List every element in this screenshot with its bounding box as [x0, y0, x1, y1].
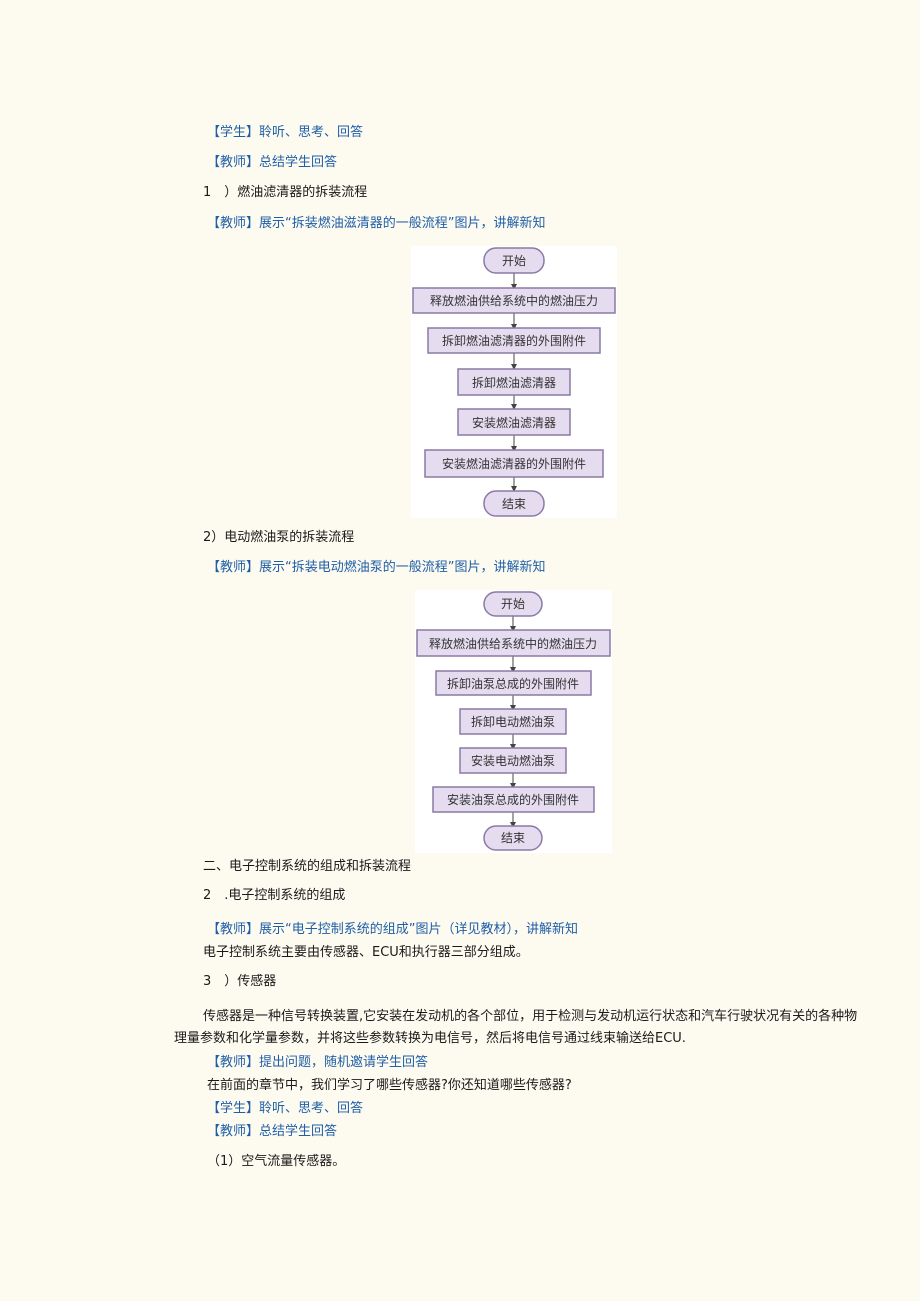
flow1-start-node [483, 247, 545, 274]
teacher-summary-2: 【教师】总结学生回答 [207, 1124, 338, 1139]
flowchart-fuel-pump: 开始 释放燃油供给系统中的燃油压力 拆卸油泵总成的外围附件 拆卸电动燃油泵 安装… [415, 590, 612, 853]
flow2-node-0: 开始 [501, 597, 525, 611]
flow1-node-0: 开始 [502, 254, 526, 268]
flow2-start-node [483, 591, 543, 617]
flow1-node-4: 安装燃油滤清器 [472, 415, 556, 430]
heading-sensor: 3 ）传感器 [203, 974, 277, 989]
teacher-show-2: 【教师】展示“拆装电动燃油泵的一般流程”图片，讲解新知 [207, 560, 546, 575]
flow1-node-6: 结束 [502, 497, 526, 511]
flow2-node-6: 结束 [501, 831, 525, 845]
flow2-node-1: 释放燃油供给系统中的燃油压力 [429, 636, 597, 651]
question-text: 在前面的章节中，我们学习了哪些传感器?你还知道哪些传感器? [207, 1078, 572, 1093]
ecs-composition-text: 电子控制系统主要由传感器、ECU和执行器三部分组成。 [203, 945, 529, 960]
heading-fuel-pump: 2）电动燃油泵的拆装流程 [203, 530, 355, 545]
teacher-summary-1: 【教师】总结学生回答 [207, 155, 338, 170]
flow2-end-node [483, 825, 543, 851]
flow2-node-3: 拆卸电动燃油泵 [471, 714, 555, 729]
flow2-node-4: 安装电动燃油泵 [471, 753, 555, 768]
student-activity-1: 【学生】聆听、思考、回答 [207, 125, 364, 140]
flow2-node-2: 拆卸油泵总成的外围附件 [447, 676, 579, 691]
section-heading-ecs: 二、电子控制系统的组成和拆装流程 [203, 859, 412, 874]
air-flow-sensor-item: （1）空气流量传感器。 [207, 1154, 346, 1169]
heading-ecs-composition: 2 .电子控制系统的组成 [203, 888, 346, 903]
flowchart-fuel-filter: 开始 释放燃油供给系统中的燃油压力 拆卸燃油滤清器的外围附件 拆卸燃油滤清器 安… [411, 246, 617, 518]
flow1-node-3: 拆卸燃油滤清器 [472, 375, 556, 390]
flow1-node-2: 拆卸燃油滤清器的外围附件 [442, 333, 586, 348]
teacher-show-3: 【教师】展示“电子控制系统的组成”图片（详见教材），讲解新知 [207, 922, 578, 937]
sensor-description: 传感器是一种信号转换装置,它安装在发动机的各个部位，用于检测与发动机运行状态和汽… [174, 1009, 858, 1046]
flow1-end-node [483, 490, 545, 517]
teacher-question: 【教师】提出问题，随机邀请学生回答 [207, 1055, 429, 1070]
student-activity-2: 【学生】聆听、思考、回答 [207, 1101, 364, 1116]
flow2-node-5: 安装油泵总成的外围附件 [447, 792, 579, 807]
flow1-node-5: 安装燃油滤清器的外围附件 [442, 456, 586, 471]
teacher-show-1: 【教师】展示“拆装燃油滋清器的一般流程”图片，讲解新知 [207, 216, 546, 231]
heading-fuel-filter: 1 ）燃油滤清器的拆装流程 [203, 185, 368, 200]
flow1-node-1: 释放燃油供给系统中的燃油压力 [430, 293, 598, 308]
